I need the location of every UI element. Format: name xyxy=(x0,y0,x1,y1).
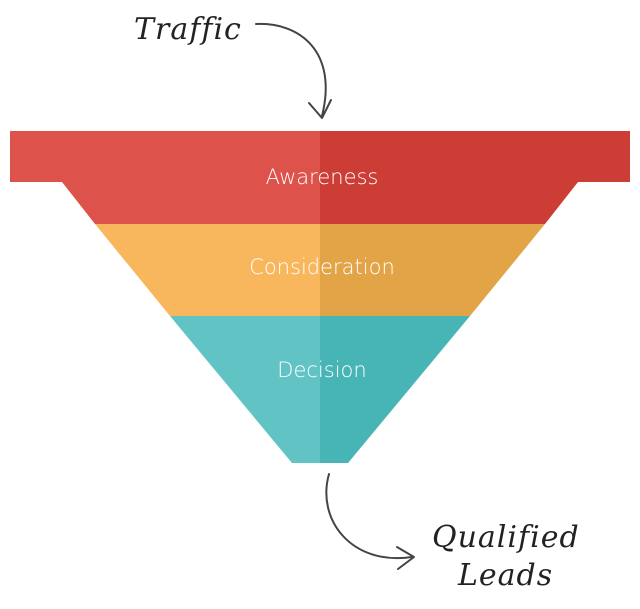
funnel-rim-right xyxy=(320,131,630,182)
leads-arrowhead-icon xyxy=(396,546,415,570)
awareness-stage-left xyxy=(62,182,320,224)
awareness-label: Awareness xyxy=(266,165,379,189)
traffic-arrowhead-icon xyxy=(308,99,332,119)
consideration-stage-left xyxy=(95,224,320,316)
decision-stage-right xyxy=(320,316,470,463)
consideration-label: Consideration xyxy=(249,255,395,279)
leads-label: Leads xyxy=(457,558,553,593)
leads-arrow-icon xyxy=(325,473,413,560)
traffic-arrow-icon xyxy=(255,22,327,117)
decision-stage-left xyxy=(170,316,320,463)
qualified-label: Qualified xyxy=(432,520,580,555)
decision-label: Decision xyxy=(277,358,366,382)
awareness-stage-right xyxy=(320,182,578,224)
funnel-rim-left xyxy=(10,131,320,182)
traffic-label: Traffic xyxy=(134,12,242,47)
consideration-stage-right xyxy=(320,224,545,316)
